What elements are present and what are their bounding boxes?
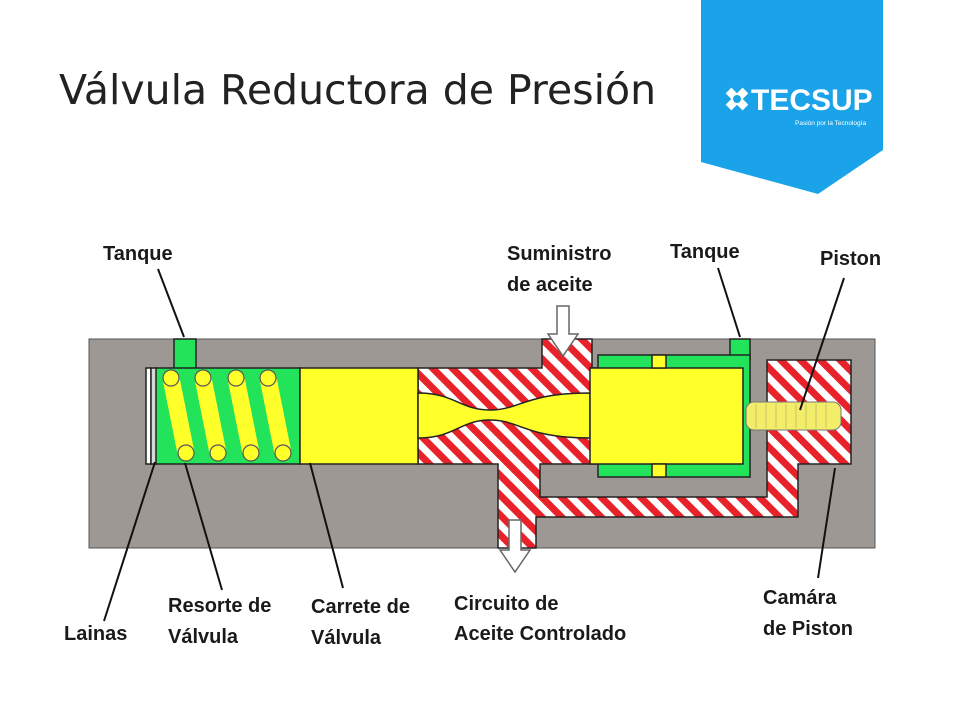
label-spring-line-1: Resorte de: [168, 595, 271, 617]
controlled-oil-arrow-icon: [498, 519, 532, 574]
label-spool-line-2: Válvula: [311, 627, 382, 649]
label-tank-left: Tanque: [103, 243, 173, 265]
label-supply-line-1: Suministro: [507, 243, 611, 265]
shim-2: [150, 367, 157, 465]
tecsup-logo-mark-icon: [725, 87, 749, 111]
tecsup-logo-name: TECSUP: [751, 84, 873, 117]
label-shims: Lainas: [64, 623, 127, 645]
tecsup-logo-tagline: Pasión por la Tecnología: [795, 120, 866, 127]
label-spool-line-1: Carrete de: [311, 596, 410, 618]
piston: [745, 401, 842, 431]
valve-spring: [162, 369, 292, 462]
valve-spool: [299, 354, 744, 478]
slide-title: Válvula Reductora de Presión: [59, 66, 657, 114]
label-piston: Piston: [820, 248, 881, 270]
label-controlled-line-2: Aceite Controlado: [454, 623, 626, 645]
tecsup-logo: TECSUP Pasión por la Tecnología: [701, 0, 883, 194]
label-chamber-line-2: de Piston: [763, 618, 853, 640]
label-chamber-line-1: Camára: [763, 587, 837, 609]
tank-left-port: [173, 338, 197, 373]
label-controlled-line-1: Circuito de: [454, 593, 558, 615]
label-spring-line-2: Válvula: [168, 626, 239, 648]
label-supply-line-2: de aceite: [507, 274, 593, 296]
supply-arrow-icon: [546, 305, 580, 358]
leader-lines: [103, 267, 845, 622]
label-tank-right: Tanque: [670, 241, 740, 263]
